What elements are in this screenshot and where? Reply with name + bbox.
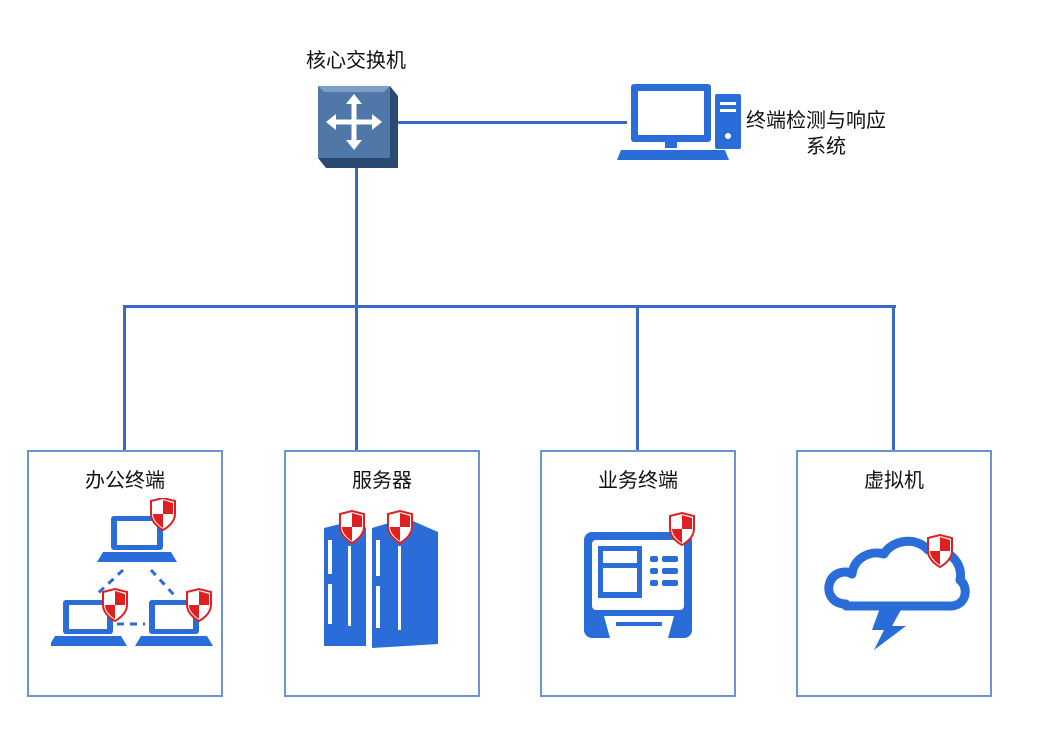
business-terminal-box: 业务终端 (540, 450, 736, 697)
drop-line-business (636, 305, 639, 450)
cloud-lightning-icon (824, 533, 970, 650)
office-laptops-icon (51, 498, 213, 646)
server-rack-icon (324, 510, 438, 648)
drop-line-vm (892, 305, 895, 450)
virtual-machine-box: 虚拟机 (796, 450, 992, 697)
shield-icon (339, 510, 365, 545)
shield-icon (102, 587, 128, 623)
shield-icon (150, 498, 176, 532)
core-switch-label: 核心交换机 (306, 48, 406, 72)
office-terminal-box: 办公终端 (27, 450, 223, 697)
server-title: 服务器 (352, 468, 412, 492)
desktop-computer-icon (617, 84, 741, 160)
switch-trunk-line (355, 168, 358, 450)
business-terminal-title: 业务终端 (598, 468, 678, 492)
shield-icon (927, 533, 953, 569)
shield-icon (186, 587, 212, 623)
kiosk-terminal-icon (584, 512, 695, 638)
office-terminal-title: 办公终端 (85, 468, 165, 492)
switch-to-edr-line (395, 121, 627, 124)
drop-line-office (123, 305, 126, 450)
edr-label-line2: 系统 (806, 134, 846, 158)
shield-icon (387, 510, 413, 545)
edr-label-line1: 终端检测与响应 (746, 108, 886, 132)
bus-line (123, 305, 896, 308)
router-switch-icon (318, 86, 398, 168)
shield-icon (669, 512, 695, 547)
server-box: 服务器 (284, 450, 480, 697)
virtual-machine-title: 虚拟机 (864, 468, 924, 492)
